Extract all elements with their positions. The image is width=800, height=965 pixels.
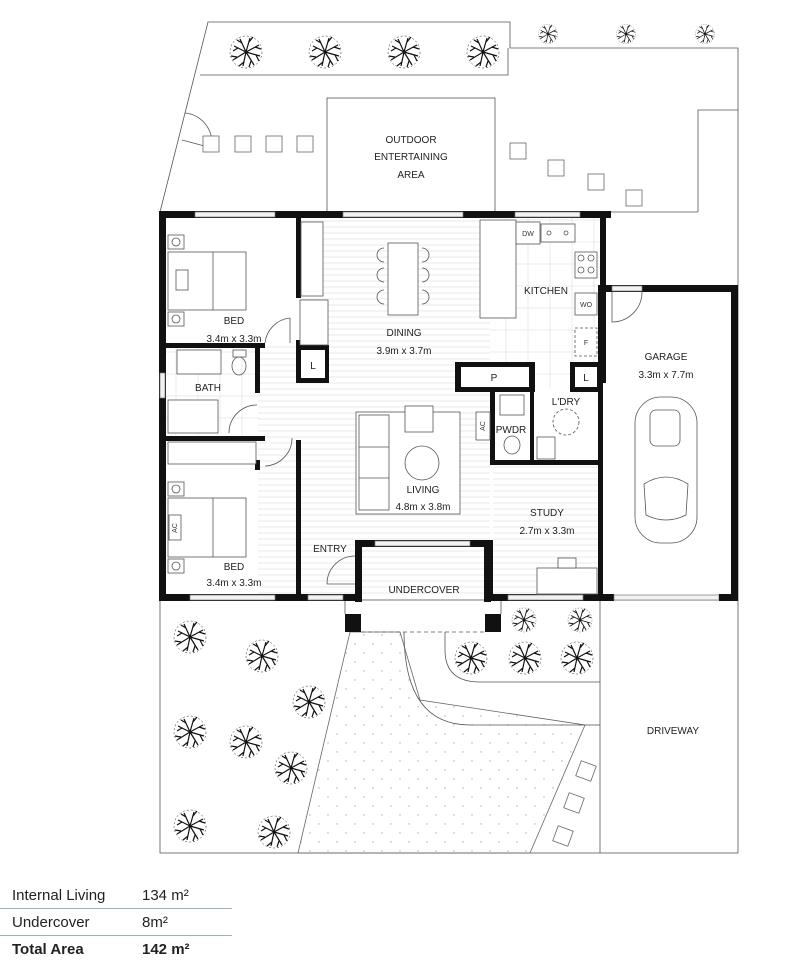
- svg-text:L: L: [583, 373, 589, 384]
- svg-text:L: L: [310, 361, 316, 372]
- ac-unit-living: AC: [480, 421, 487, 431]
- living-room: LIVING 4.8m x 3.8m: [355, 405, 461, 515]
- area-row-internal-living: Internal Living 134 m²: [0, 882, 232, 909]
- svg-text:ENTRY: ENTRY: [313, 544, 347, 555]
- area-summary-table: Internal Living 134 m² Undercover 8m² To…: [0, 882, 232, 962]
- backyard: OUTDOOR ENTERTAINING AREA: [159, 21, 739, 600]
- wall-oven-label: WO: [580, 302, 593, 309]
- bedroom-1: BED 3.4m x 3.3m: [167, 234, 291, 345]
- outdoor-label-2: ENTERTAINING: [374, 152, 448, 163]
- laundry: L'DRY: [536, 397, 581, 460]
- area-label: Total Area: [12, 940, 84, 958]
- outdoor-label-3: AREA: [397, 170, 425, 181]
- svg-text:2.7m x 3.3m: 2.7m x 3.3m: [519, 526, 574, 537]
- svg-text:PWDR: PWDR: [496, 425, 527, 436]
- svg-text:KITCHEN: KITCHEN: [524, 286, 568, 297]
- dishwasher-label: DW: [522, 231, 534, 238]
- outdoor-entertaining-area: [326, 97, 496, 213]
- car-icon: [634, 396, 698, 544]
- pantry: P: [455, 362, 535, 392]
- undercover-label: UNDERCOVER: [388, 585, 459, 596]
- area-row-total: Total Area 142 m²: [0, 936, 232, 962]
- area-value: 134 m²: [142, 886, 189, 904]
- ac-unit-bed: AC: [172, 523, 179, 533]
- area-label: Internal Living: [12, 886, 106, 904]
- driveway-label: DRIVEWAY: [647, 726, 700, 737]
- front-yard: DRIVEWAY: [159, 599, 739, 854]
- svg-text:LIVING: LIVING: [407, 485, 440, 496]
- linen-cupboard-hall: L: [296, 345, 329, 383]
- powder-room: PWDR AC: [475, 392, 534, 462]
- dining-room: DINING 3.9m x 3.7m: [376, 242, 432, 357]
- svg-text:BATH: BATH: [195, 383, 221, 394]
- house-walls: [159, 211, 738, 633]
- garage: GARAGE 3.3m x 7.7m: [611, 291, 698, 544]
- fridge-label: F: [584, 340, 588, 347]
- svg-text:3.3m x 7.7m: 3.3m x 7.7m: [638, 370, 693, 381]
- front-path: [297, 631, 586, 854]
- area-row-undercover: Undercover 8m²: [0, 909, 232, 936]
- bedroom-2: AC BED 3.4m x 3.3m: [167, 437, 293, 589]
- study: STUDY 2.7m x 3.3m: [519, 508, 598, 595]
- svg-text:3.4m x 3.3m: 3.4m x 3.3m: [206, 334, 261, 345]
- linen-cupboard-laundry: L: [570, 362, 600, 392]
- svg-text:STUDY: STUDY: [530, 508, 564, 519]
- svg-text:BED: BED: [224, 316, 245, 327]
- floor-plan: OUTDOOR ENTERTAINING AREA DRIVEWAY: [159, 21, 739, 854]
- svg-text:GARAGE: GARAGE: [645, 352, 688, 363]
- svg-text:3.4m x 3.3m: 3.4m x 3.3m: [206, 578, 261, 589]
- back-trees: [229, 24, 715, 69]
- svg-text:3.9m x 3.7m: 3.9m x 3.7m: [376, 346, 431, 357]
- outdoor-label-1: OUTDOOR: [385, 135, 436, 146]
- svg-text:P: P: [491, 373, 498, 384]
- bathroom: BATH: [167, 349, 258, 434]
- entry: ENTRY: [313, 544, 356, 585]
- svg-text:DINING: DINING: [387, 328, 422, 339]
- svg-text:L'DRY: L'DRY: [552, 397, 581, 408]
- svg-text:BED: BED: [224, 562, 245, 573]
- area-label: Undercover: [12, 913, 90, 931]
- svg-text:4.8m x 3.8m: 4.8m x 3.8m: [395, 502, 450, 513]
- area-value: 8m²: [142, 913, 168, 931]
- kitchen: DW WO F KITCHEN: [479, 219, 598, 357]
- area-value: 142 m²: [142, 940, 190, 958]
